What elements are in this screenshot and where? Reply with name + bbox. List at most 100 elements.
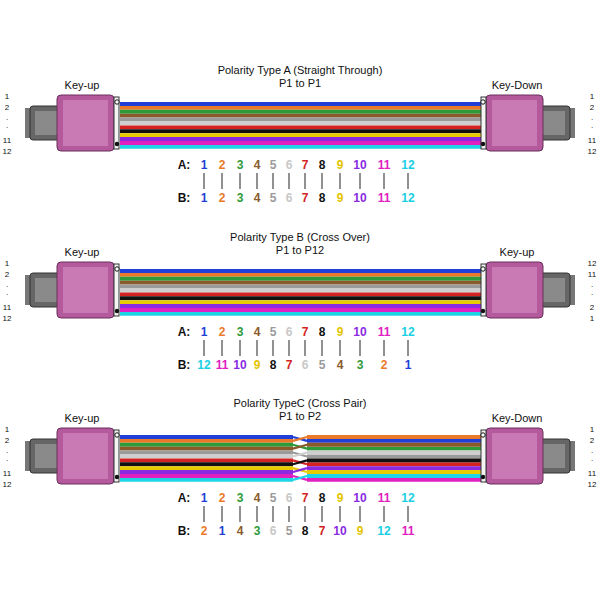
fiber-position: 2 xyxy=(590,104,594,112)
mapping-tick xyxy=(340,506,341,522)
fiber-number: 6 xyxy=(286,492,293,504)
guide-pin xyxy=(481,267,485,271)
boot-inner xyxy=(543,444,565,468)
fiber-cross xyxy=(293,437,307,441)
mapping-tick xyxy=(360,173,361,189)
fiber-number: 4 xyxy=(254,159,261,171)
mapping-tick xyxy=(240,506,241,522)
fiber-number: 5 xyxy=(270,159,277,171)
fiber-cross xyxy=(293,476,307,480)
fiber-position: 11 xyxy=(588,137,596,145)
cable-bg xyxy=(120,101,482,150)
ferrule xyxy=(114,430,119,482)
fiber xyxy=(120,312,482,316)
housing-face xyxy=(492,100,537,146)
mapping-tick xyxy=(222,173,223,189)
ferrule xyxy=(481,430,486,482)
boot xyxy=(30,106,60,140)
fiber-number: 6 xyxy=(302,359,309,371)
fiber xyxy=(120,102,482,106)
fiber-position: 2 xyxy=(590,437,594,445)
fiber-number: 7 xyxy=(302,159,309,171)
mpo-connector xyxy=(25,262,119,318)
fiber-number: 9 xyxy=(337,326,344,338)
mapping-tick xyxy=(340,340,341,356)
fiber-position: 11 xyxy=(3,470,11,478)
fiber xyxy=(120,447,293,451)
fiber-position: 12 xyxy=(3,481,12,489)
fiber-position: 2 xyxy=(5,271,9,279)
fiber-number: 9 xyxy=(337,159,344,171)
guide-pin xyxy=(115,309,119,313)
ferrule xyxy=(114,97,119,149)
panel-title: Polarity Type A (Straight Through) xyxy=(218,65,383,76)
fiber-number: 5 xyxy=(270,192,277,204)
housing-face xyxy=(63,433,108,479)
fiber-number: 8 xyxy=(319,492,326,504)
fiber-number: 8 xyxy=(319,326,326,338)
mapping-tick xyxy=(204,506,205,522)
fiber-number: 10 xyxy=(353,326,366,338)
fiber xyxy=(120,455,293,459)
guide-pin xyxy=(481,475,485,479)
fiber-position: 1 xyxy=(5,93,9,101)
fiber-cross xyxy=(293,453,307,457)
fiber-number: 12 xyxy=(401,159,414,171)
fiber xyxy=(120,304,482,308)
key-label: Key-up xyxy=(500,247,535,258)
row-label: A: xyxy=(178,159,191,171)
fiber-cross xyxy=(293,445,307,449)
mapping-tick xyxy=(240,340,241,356)
mapping-tick xyxy=(240,173,241,189)
fiber-position: . xyxy=(591,289,593,297)
boot xyxy=(30,439,60,473)
cable-bg xyxy=(120,434,482,483)
mapping-tick xyxy=(305,173,306,189)
mpo-connector xyxy=(481,262,575,318)
fiber-number: 11 xyxy=(378,492,391,504)
fiber xyxy=(120,133,482,137)
fiber xyxy=(120,462,293,466)
fiber xyxy=(307,443,482,447)
fiber xyxy=(120,277,482,281)
ferrule xyxy=(114,264,119,316)
guide-pin xyxy=(481,100,485,104)
fiber-number: 10 xyxy=(333,525,346,537)
fiber xyxy=(307,458,482,462)
mapping-tick xyxy=(289,340,290,356)
fiber xyxy=(307,451,482,455)
boot-inner xyxy=(543,278,565,302)
mapping-tick xyxy=(322,340,323,356)
fiber-number: 5 xyxy=(270,326,277,338)
row-label: A: xyxy=(178,492,191,504)
fiber-cross xyxy=(293,453,307,457)
cable-bg xyxy=(120,268,482,317)
fiber xyxy=(120,141,482,145)
boot xyxy=(30,273,60,307)
fiber xyxy=(120,285,482,289)
mapping-tick xyxy=(204,340,205,356)
fiber-number: 6 xyxy=(286,326,293,338)
fiber-cross xyxy=(293,468,307,472)
fiber-position: . xyxy=(591,114,593,122)
fiber-number: 11 xyxy=(216,359,229,371)
fiber xyxy=(120,137,482,141)
fiber xyxy=(120,308,482,312)
fiber-number: 10 xyxy=(353,492,366,504)
fiber-number: 2 xyxy=(219,326,226,338)
fiber-number: 11 xyxy=(378,192,391,204)
mapping-tick xyxy=(305,340,306,356)
guide-pin xyxy=(115,100,119,104)
fiber-number: 12 xyxy=(401,326,414,338)
fiber-number: 4 xyxy=(237,525,244,537)
ferrule xyxy=(481,264,486,316)
fiber-number: 10 xyxy=(353,192,366,204)
fiber-cross xyxy=(293,476,307,480)
row-label: B: xyxy=(178,192,191,204)
housing xyxy=(57,428,114,484)
fiber-cross xyxy=(293,460,307,464)
boot-inner xyxy=(543,111,565,135)
mapping-tick xyxy=(384,506,385,522)
fiber xyxy=(120,435,293,439)
mapping-tick xyxy=(289,173,290,189)
